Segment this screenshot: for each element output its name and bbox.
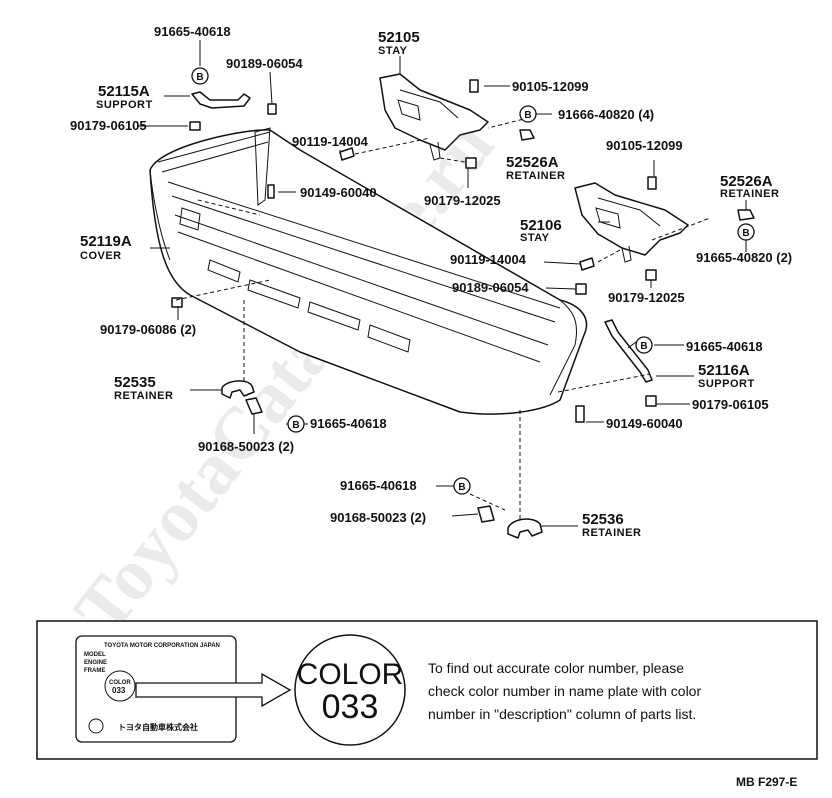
support-52116A	[604, 319, 653, 383]
label-90149-60040-top: 90149-60040	[300, 185, 377, 200]
label-52535-sub: RETAINER	[114, 390, 173, 402]
label-52115A: 52115A	[98, 83, 150, 100]
figure-code: MB F297-E	[736, 775, 797, 789]
b-mark-1: B	[191, 67, 209, 85]
label-90119-14004-right: 90119-14004	[450, 252, 527, 267]
color-number: 033	[322, 688, 379, 726]
label-91665-40618-right: 91665-40618	[686, 339, 763, 354]
label-90105-12099-right: 90105-12099	[606, 138, 683, 153]
color-circle	[294, 634, 406, 746]
label-90168-50023-left: 90168-50023 (2)	[198, 439, 294, 454]
svg-text:FRAME: FRAME	[84, 668, 105, 674]
svg-text:ENGINE: ENGINE	[84, 660, 107, 666]
label-52536-sub: RETAINER	[582, 527, 641, 539]
support-52115A	[191, 91, 251, 109]
label-91665-40618-mid: 91665-40618	[310, 416, 387, 431]
label-90189-06054-top: 90189-06054	[226, 56, 303, 71]
label-52119A: 52119A	[80, 233, 132, 250]
b-mark-3: B	[737, 223, 755, 241]
b-mark-6: B	[453, 477, 471, 495]
arrow-icon	[135, 672, 292, 708]
label-52536: 52536	[582, 511, 624, 528]
label-52535: 52535	[114, 374, 156, 391]
label-90179-06105-left: 90179-06105	[70, 118, 147, 133]
label-52106: 52106	[520, 217, 562, 234]
label-90168-50023-low: 90168-50023 (2)	[330, 510, 426, 525]
b-mark-4: B	[635, 336, 653, 354]
bumper-cover-52119A	[149, 127, 588, 415]
note-line-3: number in "description" column of parts …	[428, 706, 696, 722]
label-91665-40618-low: 91665-40618	[340, 478, 417, 493]
stay-52105	[379, 73, 489, 161]
svg-text:B: B	[742, 228, 749, 239]
label-91665-40618-top: 91665-40618	[154, 24, 231, 39]
svg-text:トヨタ自動車株式会社: トヨタ自動車株式会社	[118, 722, 198, 732]
label-91666-40820: 91666-40820 (4)	[558, 107, 654, 122]
label-90149-60040-right: 90149-60040	[606, 416, 683, 431]
dashed-guides	[175, 115, 711, 520]
label-52526A-right-sub: RETAINER	[720, 188, 779, 200]
svg-text:B: B	[458, 482, 465, 493]
note-line-2: check color number in name plate with co…	[428, 683, 701, 699]
svg-text:COLOR: COLOR	[109, 680, 131, 686]
label-91665-40820: 91665-40820 (2)	[696, 250, 792, 265]
stay-52106	[574, 182, 689, 263]
retainer-52536	[507, 518, 543, 539]
part-labels: 91665-40618 90189-06054 52115A SUPPORT 9…	[70, 24, 792, 539]
label-90105-12099-top: 90105-12099	[512, 79, 589, 94]
label-90119-14004-top: 90119-14004	[292, 134, 369, 149]
b-mark-5: B	[287, 415, 305, 433]
label-52526A-left-sub: RETAINER	[506, 170, 565, 182]
color-note-box: TOYOTA MOTOR CORPORATION JAPAN MODEL ENG…	[36, 620, 818, 760]
color-word: COLOR	[297, 658, 404, 691]
svg-text:B: B	[196, 72, 203, 83]
label-52116A-sub: SUPPORT	[698, 378, 755, 390]
label-52526A-right: 52526A	[720, 173, 773, 190]
label-90189-06054-right: 90189-06054	[452, 280, 529, 295]
label-90179-12025-top: 90179-12025	[424, 193, 501, 208]
svg-text:B: B	[292, 420, 299, 431]
label-90179-12025-right: 90179-12025	[608, 290, 685, 305]
note-line-1: To find out accurate color number, pleas…	[428, 660, 684, 676]
svg-text:TOYOTA MOTOR CORPORATION JAPAN: TOYOTA MOTOR CORPORATION JAPAN	[104, 643, 220, 649]
svg-text:B: B	[524, 110, 531, 121]
svg-text:MODEL: MODEL	[84, 652, 106, 658]
fasteners	[171, 79, 755, 523]
label-90179-06086: 90179-06086 (2)	[100, 322, 196, 337]
retainer-52535	[221, 380, 255, 399]
label-52106-sub: STAY	[520, 232, 550, 244]
label-90179-06105-right: 90179-06105	[692, 397, 769, 412]
label-52116A: 52116A	[698, 362, 750, 379]
label-52119A-sub: COVER	[80, 250, 122, 262]
label-52115A-sub: SUPPORT	[96, 99, 153, 111]
svg-text:033: 033	[112, 686, 126, 695]
b-mark-2: B	[519, 105, 537, 123]
label-52526A-left: 52526A	[506, 154, 559, 171]
label-52105: 52105	[378, 29, 420, 46]
label-52105-sub: STAY	[378, 45, 408, 57]
svg-text:B: B	[640, 341, 647, 352]
